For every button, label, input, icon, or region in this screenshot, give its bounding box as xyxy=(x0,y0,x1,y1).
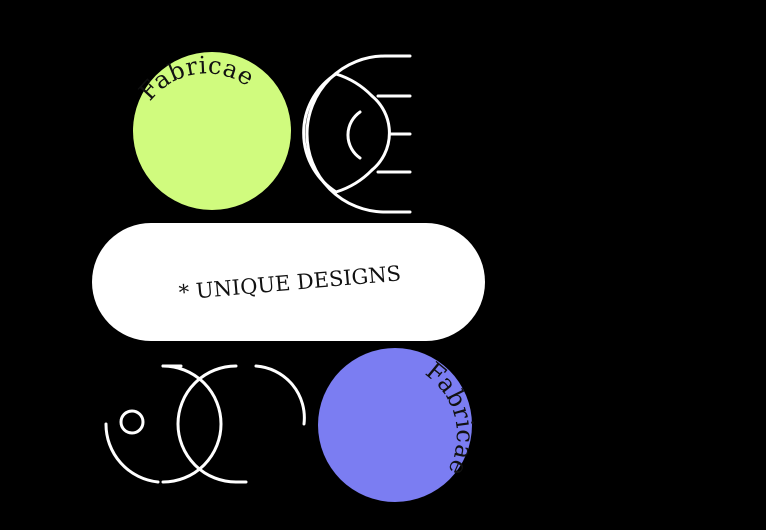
small-circle-icon xyxy=(119,409,145,435)
top-fabricae-badge: Fabricae xyxy=(133,51,291,210)
bottom-fabricae-badge: Fabricae xyxy=(318,348,479,502)
overlapping-circles-icon xyxy=(104,364,306,484)
pill-shape xyxy=(92,223,485,341)
green-circle xyxy=(133,52,291,210)
purple-circle xyxy=(318,348,472,502)
eye-arch-icon xyxy=(302,54,412,214)
unique-designs-pill: * UNIQUE DESIGNS xyxy=(92,223,485,341)
